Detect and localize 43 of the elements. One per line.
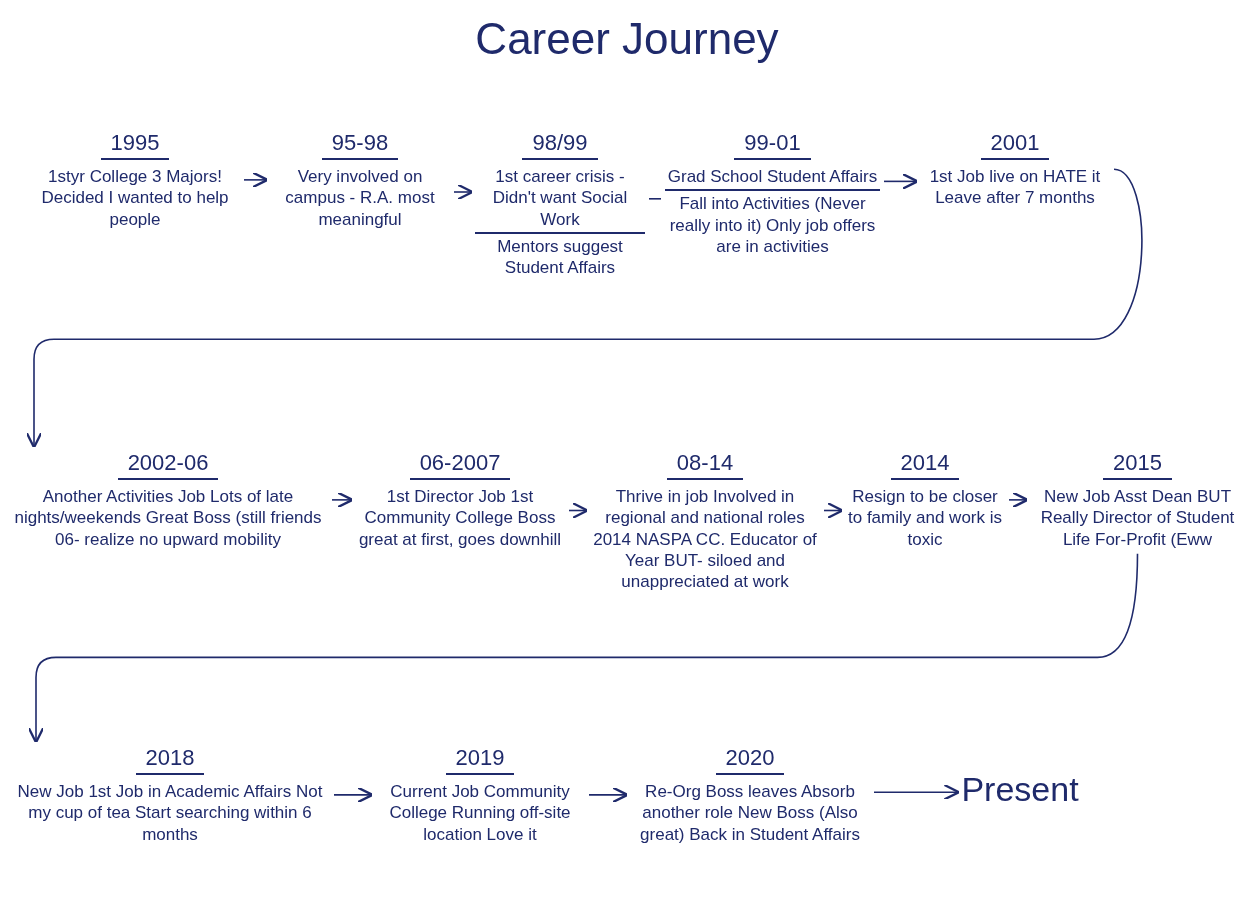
arrow (453, 183, 474, 201)
year-heading: 98/99 (522, 130, 598, 160)
year-heading: 2015 (1103, 450, 1172, 480)
arrow (25, 168, 1143, 449)
note-text: Thrive in job Involved in regional and national roles 2014 NASPA CC. Educator of Year BUT- siloed and unappreciated at work (592, 486, 818, 593)
arrow (331, 491, 354, 509)
arrow (588, 786, 629, 804)
year-heading: 06-2007 (409, 450, 511, 480)
note-text: Fall into Activities (Never really into it) Only job offers are in activities (665, 189, 880, 257)
year-heading: 95-98 (321, 130, 399, 160)
arrow (883, 173, 919, 190)
note-text: Grad School Student Affairs (666, 166, 879, 188)
connector-line (648, 198, 662, 200)
note-text: Very involved on campus - R.A. most meaningful (284, 166, 436, 230)
end-label: Present (961, 770, 1079, 809)
year-heading: 1995 (100, 130, 170, 160)
year-heading: 2002-06 (117, 450, 219, 480)
arrow (873, 783, 960, 801)
note-text: New Job 1st Job in Academic Affairs Not my cup of tea Start searching within 6 months (16, 781, 324, 845)
year-heading: 2001 (980, 130, 1050, 160)
year-heading: 2020 (715, 745, 785, 775)
note-text: Re-Org Boss leaves Absorb another role New Boss (Also great) Back in Student Affairs (639, 781, 861, 845)
arrow (333, 786, 374, 804)
note-text: 1st career crisis -Didn't want Social Work (491, 166, 629, 230)
note-text: Resign to be closer to family and work is toxic (847, 486, 1003, 550)
arrow (27, 552, 1139, 744)
note-text: 1st Job live on HATE it Leave after 7 months (928, 166, 1102, 209)
note-text: Mentors suggest Student Affairs (475, 231, 645, 279)
note-text: New Job Asst Dean BUT Really Director of Student Life For-Profit (Eww (1039, 486, 1236, 550)
diagram-title: Career Journey (474, 14, 780, 64)
year-heading: 99-01 (734, 130, 811, 160)
arrow (243, 171, 269, 189)
year-heading: 2019 (445, 745, 515, 775)
arrow (568, 502, 589, 519)
arrow (823, 502, 844, 519)
note-text: Another Activities Job Lots of late nights/weekends Great Boss (still friends 06- realize no upward mobility (13, 486, 323, 550)
note-text: Current Job Community College Running off-site location Love it (388, 781, 572, 845)
year-heading: 2018 (135, 745, 205, 775)
arrow (1008, 491, 1029, 509)
note-text: 1styr College 3 Majors! Decided I wanted to help people (40, 166, 230, 230)
year-heading: 2014 (890, 450, 960, 480)
year-heading: 08-14 (666, 450, 744, 480)
note-text: 1st Director Job 1st Community College Boss great at first, goes downhill (357, 486, 563, 550)
